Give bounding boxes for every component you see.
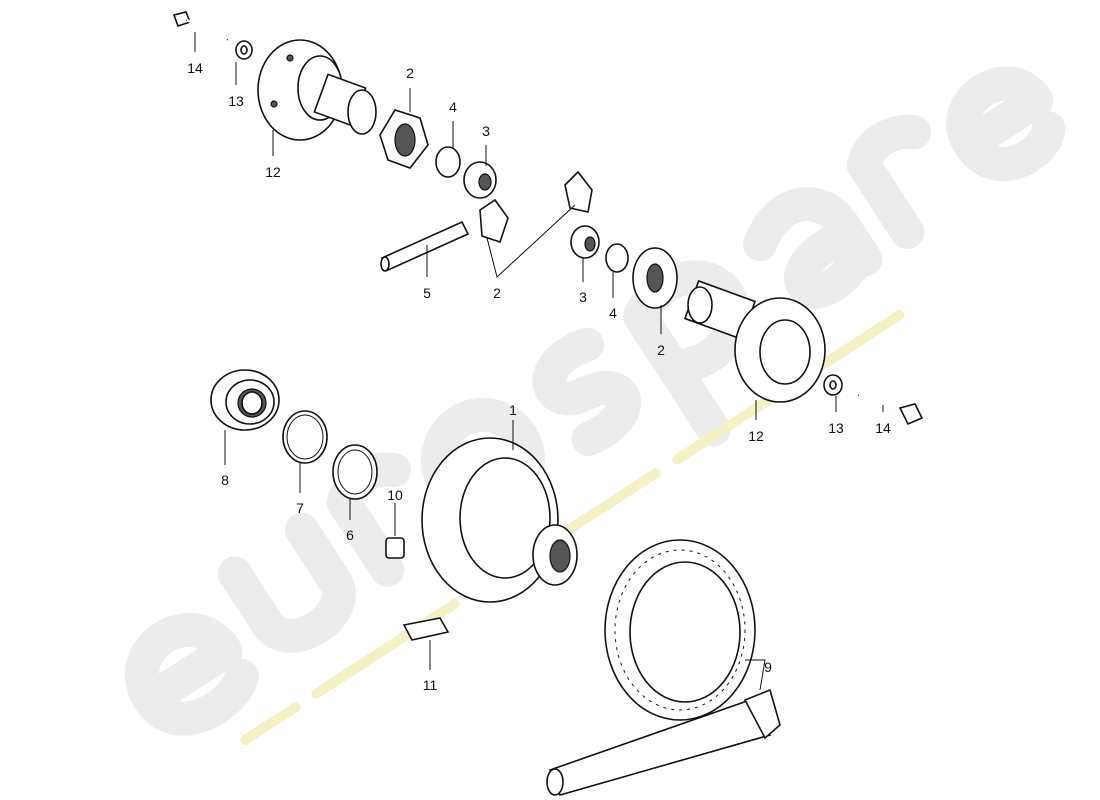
callout-1[interactable]: 1 — [509, 402, 517, 418]
washer-part-13-b[interactable] — [823, 374, 843, 396]
pinion-part-2-b[interactable] — [564, 170, 593, 213]
callout-2[interactable]: 2 — [406, 65, 414, 81]
callout-11[interactable]: 11 — [423, 677, 438, 693]
callout-8[interactable]: 8 — [221, 472, 229, 488]
callout-13[interactable]: 13 — [828, 420, 844, 436]
bolt-part-14-b[interactable] — [857, 393, 924, 426]
callout-12[interactable]: 12 — [748, 428, 764, 444]
callout-10[interactable]: 10 — [387, 487, 403, 503]
pin-part-5[interactable] — [380, 220, 470, 272]
shim-part-6[interactable] — [332, 444, 378, 500]
callout-7[interactable]: 7 — [296, 500, 304, 516]
callout-9[interactable]: 9 — [764, 659, 772, 675]
callout-4[interactable]: 4 — [449, 99, 457, 115]
pinion-part-2-a[interactable] — [479, 198, 509, 244]
shim-part-7[interactable] — [282, 410, 328, 464]
side-gear-part-2-c[interactable] — [632, 247, 678, 309]
callout-2[interactable]: 2 — [657, 342, 665, 358]
side-gear-part-2[interactable] — [379, 109, 429, 169]
callout-5[interactable]: 5 — [423, 285, 431, 301]
callout-3[interactable]: 3 — [579, 289, 587, 305]
bolt-part-14[interactable] — [172, 11, 229, 41]
pinion-gear-part-3-b[interactable] — [570, 225, 600, 259]
leader-lines — [194, 32, 884, 691]
washer-part-13[interactable] — [235, 40, 253, 60]
plug-part-10[interactable] — [385, 537, 405, 559]
callout-14[interactable]: 14 — [875, 420, 891, 436]
lock-plate-part-11[interactable] — [402, 617, 450, 641]
callout-labels: 14 13 12 2 4 3 5 2 3 4 2 12 13 14 1 8 7 … — [187, 60, 891, 693]
pinion-gear-part-3[interactable] — [463, 161, 497, 199]
flange-part-12[interactable] — [257, 39, 377, 141]
callout-14[interactable]: 14 — [187, 60, 203, 76]
callout-4[interactable]: 4 — [609, 305, 617, 321]
ring-gear-part-9[interactable] — [604, 539, 756, 721]
pinion-shaft-part-9[interactable] — [546, 688, 781, 796]
callout-12[interactable]: 12 — [265, 164, 281, 180]
callout-2[interactable]: 2 — [493, 285, 501, 301]
circlip-part-4-b[interactable] — [605, 243, 629, 273]
callout-13[interactable]: 13 — [228, 93, 244, 109]
circlip-part-4[interactable] — [435, 146, 461, 178]
callout-3[interactable]: 3 — [482, 123, 490, 139]
flange-part-12-b[interactable] — [683, 279, 826, 403]
differential-housing-part-1[interactable] — [421, 437, 578, 603]
bearing-part-8[interactable] — [210, 369, 280, 431]
callout-6[interactable]: 6 — [346, 527, 354, 543]
